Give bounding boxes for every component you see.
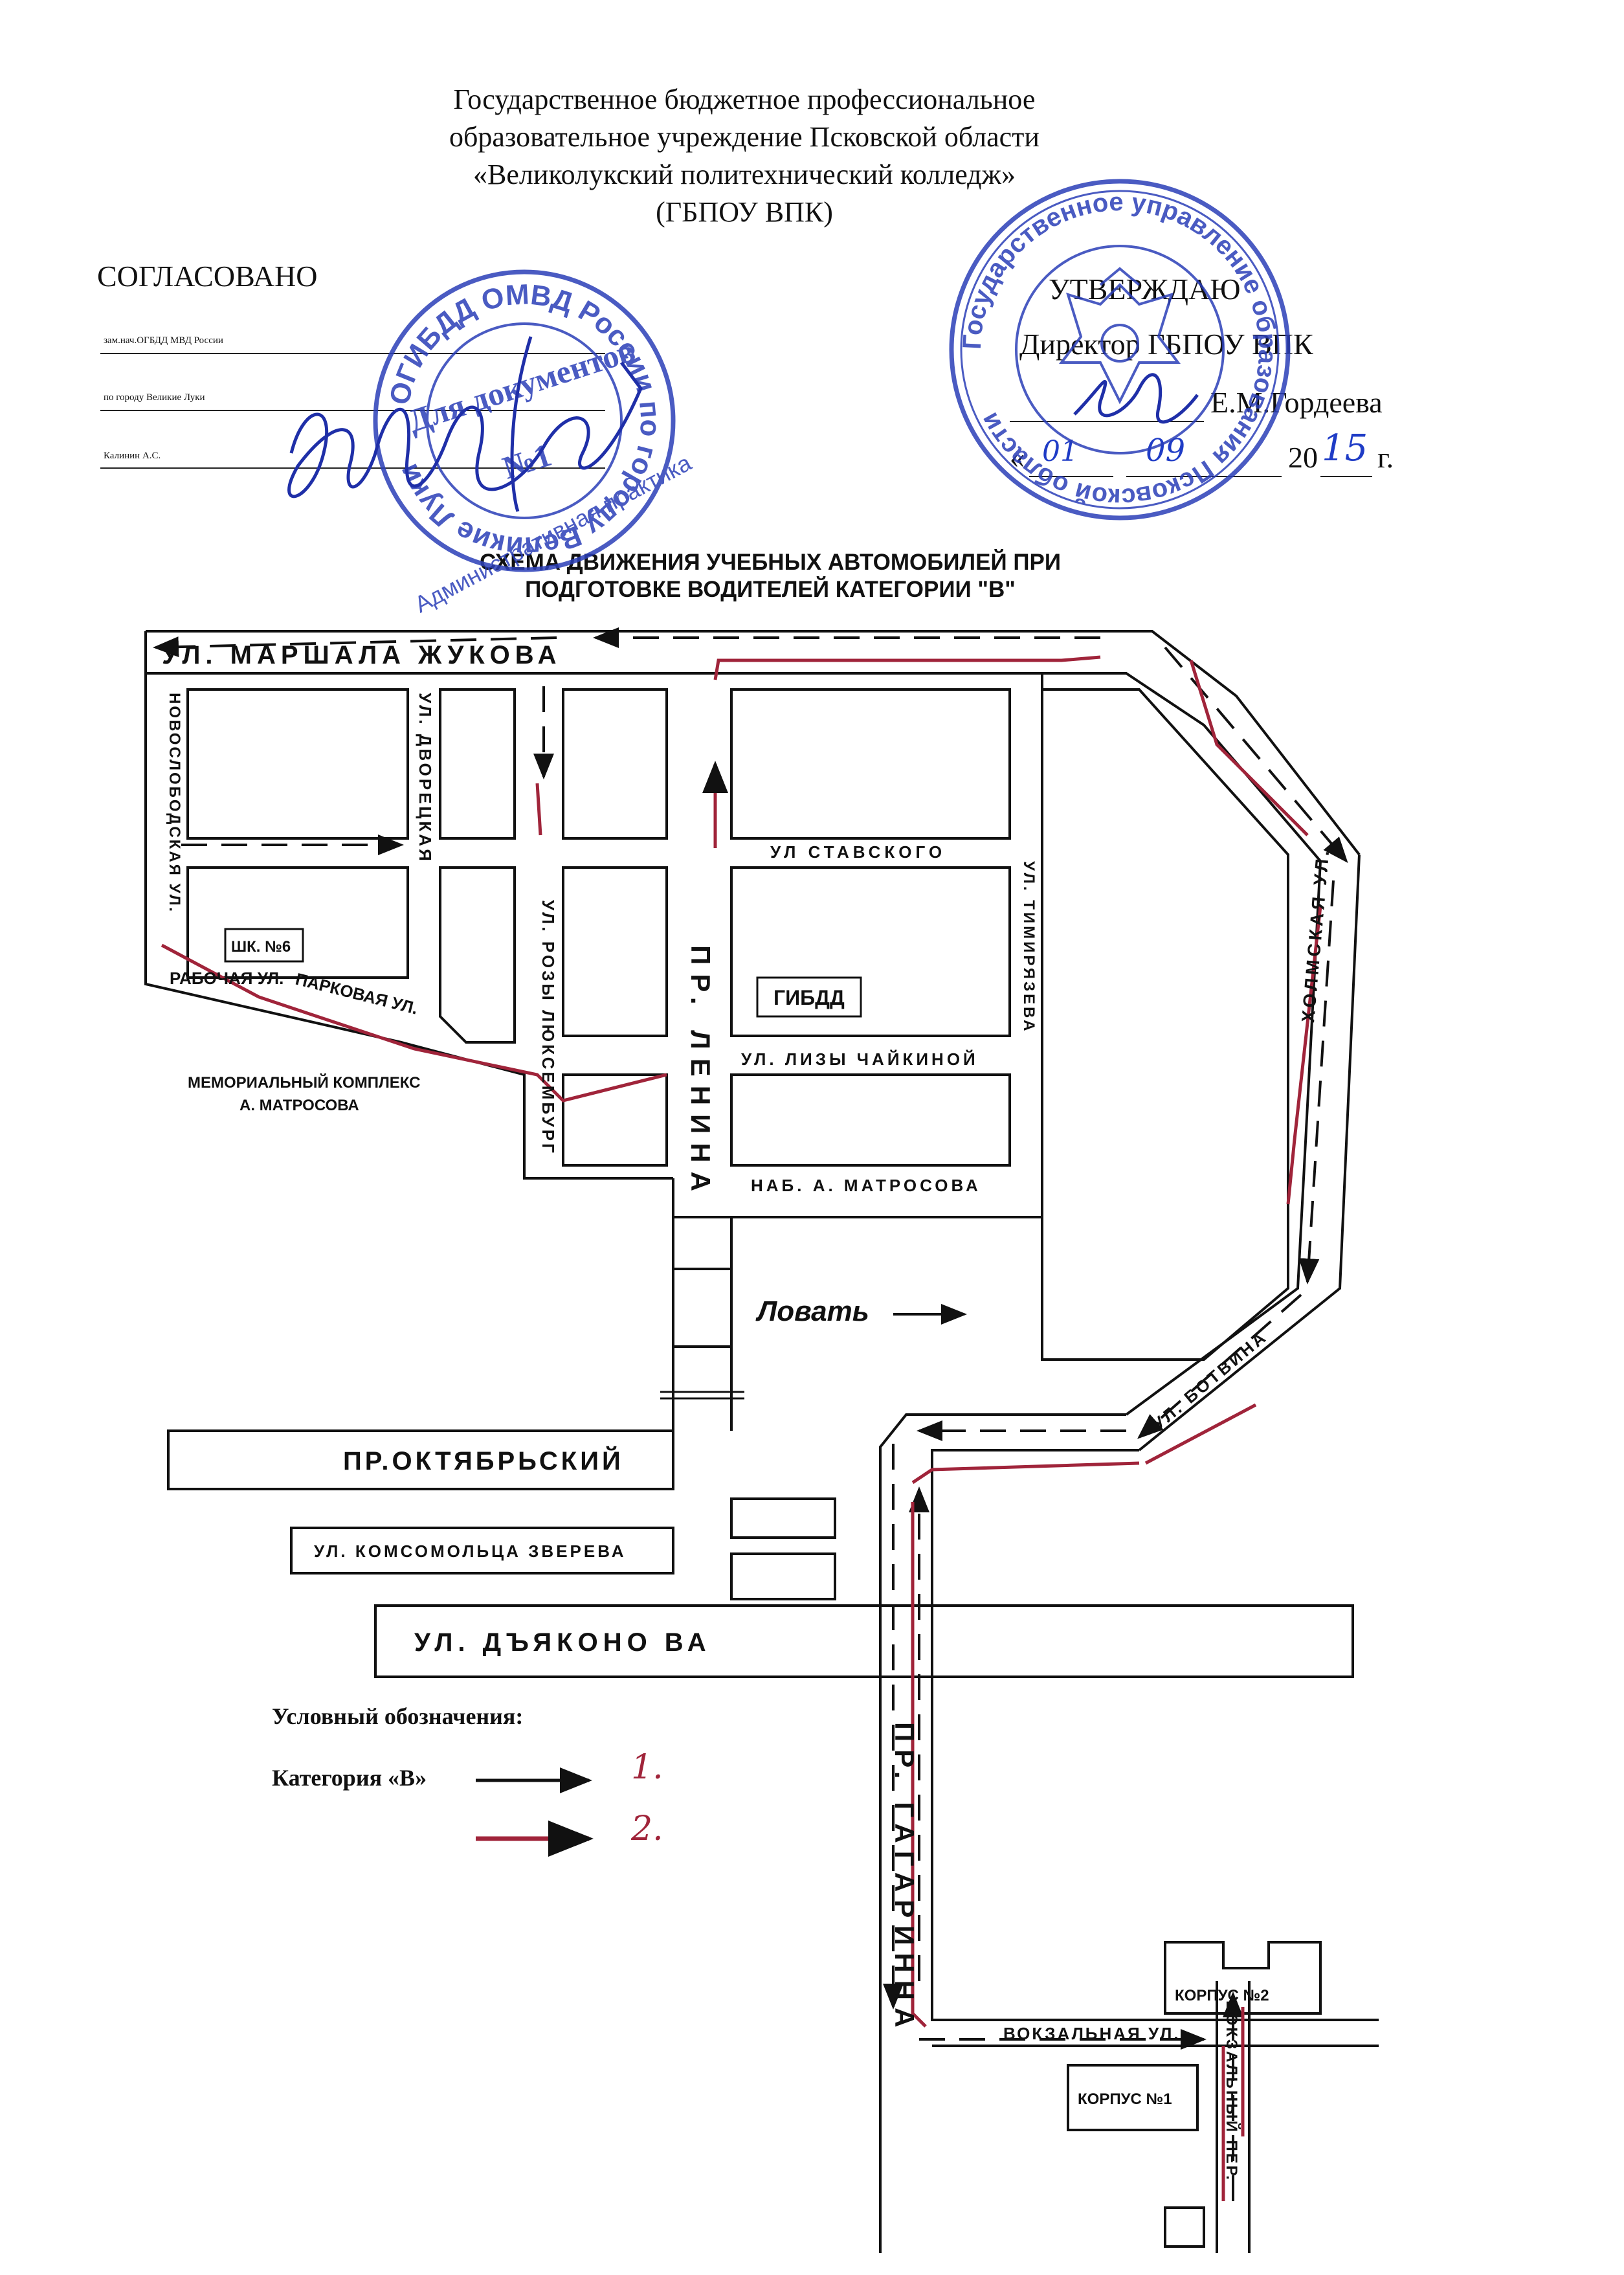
- signature-line-1: [100, 353, 605, 354]
- stamp-right: Государственное управление образования П…: [949, 179, 1291, 521]
- gibdd-marker: [756, 976, 862, 1018]
- stamp-left-bottom-text: Административная практика: [410, 449, 696, 618]
- date-year-line: [1320, 476, 1372, 477]
- street-vokzalny-per: ВОКЗАЛЬНЫЙ ПЕР.: [1223, 2000, 1241, 2182]
- org-name-line4: (ГБПОУ ВПК): [656, 196, 833, 228]
- signature-left: [287, 336, 643, 512]
- street-botvina: УЛ. БОТВИНА: [1149, 1327, 1271, 1433]
- street-zvereva: УЛ. КОМСОМОЛЬЦА ЗВЕРЕВА: [314, 1541, 626, 1561]
- agreed-label: СОГЛАСОВАНО: [97, 260, 318, 293]
- approver-signature-line: [1010, 421, 1204, 422]
- route-category-b-1: [153, 627, 1348, 2201]
- org-name-line1: Государственное бюджетное профессиональн…: [453, 84, 1036, 115]
- street-oktyabrsky: ПР.ОКТЯБРЬСКИЙ: [343, 1446, 624, 1475]
- landmark-korpus1: КОРПУС №1: [1078, 2090, 1172, 2108]
- agreed-position1: зам.нач.ОГБДД МВД России: [104, 335, 223, 346]
- legend-title: Условный обозначения:: [272, 1703, 524, 1729]
- street-novoslobodskaya: НОВОСЛОБОДСКАЯ УЛ.: [166, 693, 183, 913]
- street-timiryazeva: УЛ. ТИМИРЯЗЕВА: [1020, 861, 1038, 1034]
- date-day-line: [1029, 476, 1113, 477]
- city-blocks: [186, 688, 1322, 2248]
- org-name-line2: образовательное учреждение Псковской обл…: [449, 121, 1040, 153]
- date-year-prefix: 20: [1288, 441, 1318, 474]
- signature-line-2: [100, 410, 605, 411]
- route-category-b-2: [161, 655, 1322, 2201]
- landmark-memorial-1: МЕМОРИАЛЬНЫЙ КОМПЛЕКС: [188, 1073, 420, 1092]
- signature-right: [1073, 373, 1199, 424]
- svg-text:Государственное управление обр: Государственное управление образования П…: [958, 188, 1282, 511]
- landmark-gibdd: ГИБДД: [773, 986, 845, 1009]
- bridge-icon: [660, 1391, 744, 1400]
- street-vokzalnaya: ВОКЗАЛЬНАЯ УЛ.: [1003, 2024, 1181, 2043]
- date-suffix: г.: [1377, 441, 1394, 474]
- date-open-quote: «: [1010, 441, 1025, 474]
- landmark-memorial-2: А. МАТРОСОВА: [239, 1097, 359, 1114]
- date-month-line: [1126, 476, 1282, 477]
- street-rabochaya: РАБОЧАЯ УЛ.: [170, 969, 284, 988]
- stamp-right-ring-text: Государственное управление образования П…: [958, 188, 1282, 511]
- street-dvoretskaya: УЛ. ДВОРЕЦКАЯ: [416, 693, 435, 864]
- street-chaikinoy: УЛ. ЛИЗЫ ЧАЙКИНОЙ: [741, 1049, 979, 1069]
- approved-label: УТВЕРЖДАЮ: [1049, 273, 1241, 306]
- landmark-korpus2: КОРПУС №2: [1175, 1987, 1269, 2004]
- signature-line-3: [100, 467, 605, 469]
- agreed-name: Калинин А.С.: [104, 451, 161, 461]
- map-title-line2: ПОДГОТОВКЕ ВОДИТЕЛЕЙ КАТЕГОРИИ "В": [525, 577, 1016, 602]
- agreed-position2: по городу Великие Луки: [104, 392, 205, 403]
- legend-mark-2: 2.: [631, 1810, 663, 1848]
- street-network: [144, 630, 1379, 2253]
- date-year-suffix: 15: [1322, 427, 1368, 469]
- street-stavskogo: УЛ СТАВСКОГО: [770, 842, 946, 862]
- approved-name: Е.М.Гордеева: [1210, 386, 1383, 419]
- org-name-line3: «Великолукский политехнический колледж»: [473, 159, 1016, 190]
- school-marker: [224, 928, 304, 963]
- street-lenina: ПР. ЛЕНИНА: [685, 945, 716, 1200]
- legend-mark-1: 1.: [631, 1748, 663, 1787]
- legend-category: Категория «В»: [272, 1765, 427, 1791]
- landmark-school: ШК. №6: [231, 938, 291, 956]
- landmark-river: Ловать: [755, 1295, 869, 1327]
- street-zhukova: УЛ. МАРШАЛА ЖУКОВА: [162, 641, 562, 669]
- street-rozy: УЛ. РОЗЫ ЛЮКСЕМБУРГ: [539, 900, 558, 1156]
- stamp-left: ОГИБДД ОМВД России по городу Великие Лук…: [373, 269, 696, 618]
- eagle-emblem-icon: [1059, 267, 1181, 405]
- street-matrosova: НАБ. А. МАТРОСОВА: [751, 1176, 981, 1195]
- street-dyakonova: УЛ. ДЪЯКОНО ВА: [414, 1628, 711, 1657]
- street-kholmskaya: ХОЛМСКАЯ УЛ.: [1298, 847, 1333, 1024]
- street-gagarina: ПР. ГАГАРИННА: [889, 1722, 920, 2035]
- date-month: 09: [1146, 432, 1186, 469]
